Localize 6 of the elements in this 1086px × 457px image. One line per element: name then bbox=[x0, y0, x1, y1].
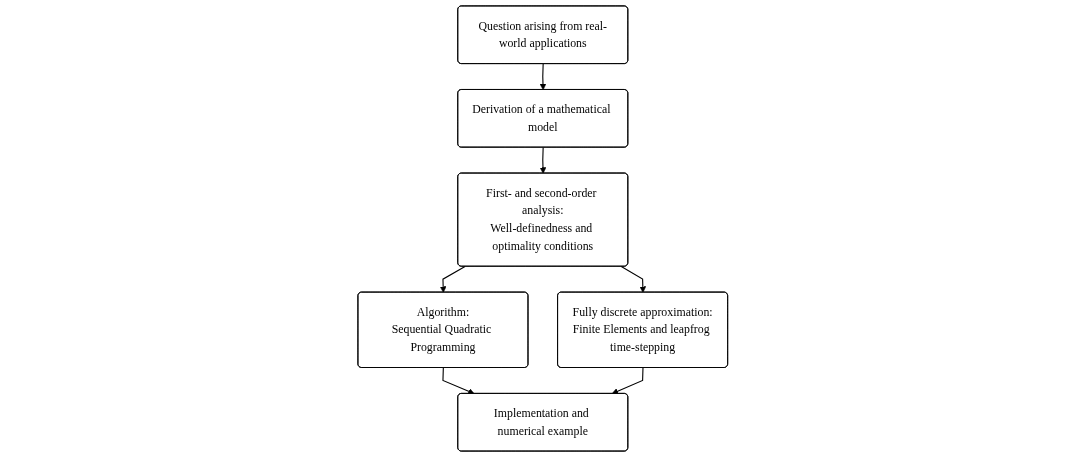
arrow bbox=[539, 146, 547, 174]
arrow bbox=[442, 367, 475, 395]
arrow bbox=[612, 367, 644, 395]
arrow bbox=[539, 63, 547, 91]
arrow bbox=[440, 266, 466, 293]
arrow bbox=[620, 266, 647, 293]
